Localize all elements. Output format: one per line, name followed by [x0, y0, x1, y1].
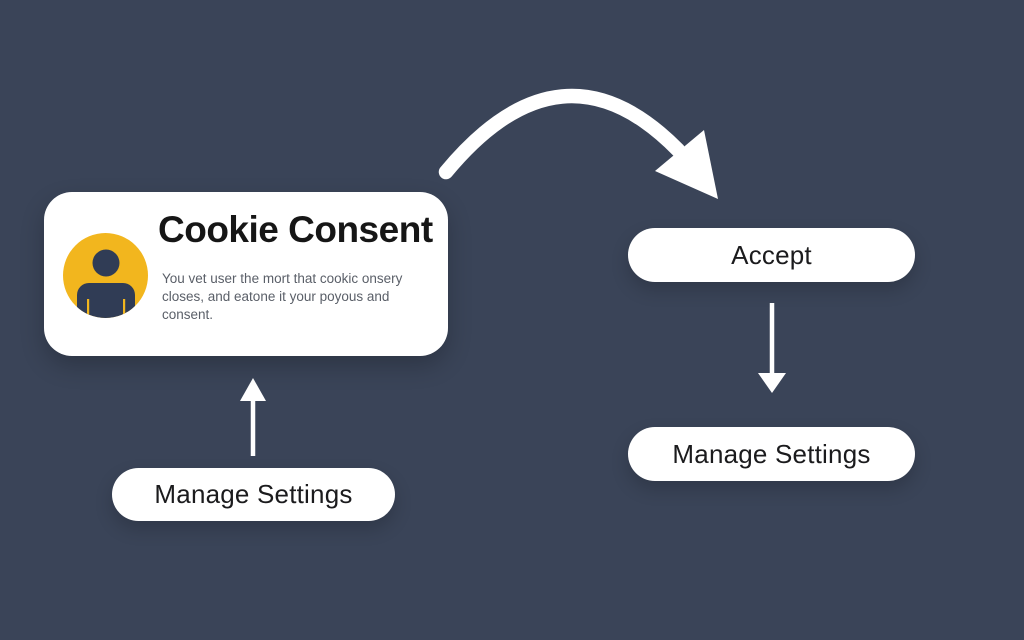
down-arrow: [758, 303, 786, 393]
accept-button[interactable]: Accept: [628, 228, 915, 282]
manage-settings-button-right[interactable]: Manage Settings: [628, 427, 915, 481]
curved-arrow: [438, 88, 718, 199]
card-title: Cookie Consent: [158, 209, 433, 250]
manage-settings-button-left[interactable]: Manage Settings: [112, 468, 395, 521]
user-avatar-icon: [63, 233, 148, 318]
up-arrow: [240, 378, 266, 456]
cookie-consent-card: Cookie Consent You vet user the mort tha…: [44, 192, 448, 356]
card-description: You vet user the mort that cookic onsery…: [162, 271, 403, 322]
